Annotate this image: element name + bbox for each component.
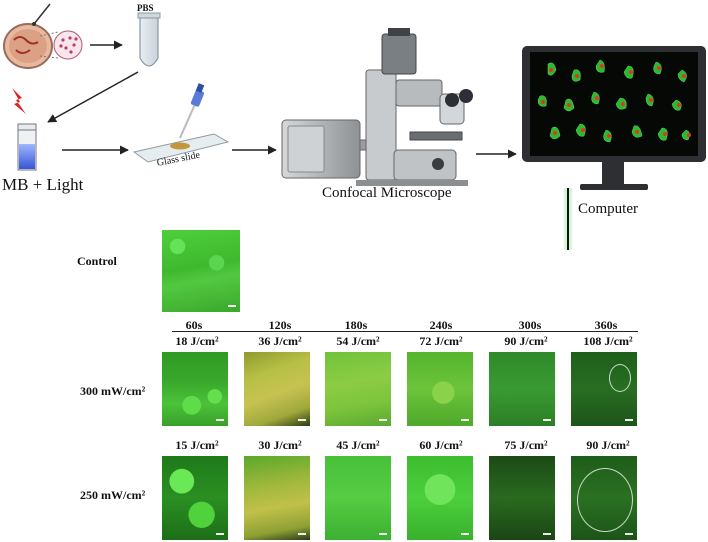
row-power-label: 300 mW/cm² — [80, 384, 146, 398]
control-image — [162, 230, 240, 312]
micrograph-image — [162, 456, 228, 540]
micrograph-image — [325, 352, 391, 426]
time-header-240s: 240s — [429, 318, 453, 332]
time-header-120s: 120s — [268, 318, 292, 332]
micrograph-image — [571, 456, 637, 540]
micrograph-image — [489, 456, 555, 540]
computer-label: Computer — [578, 201, 638, 217]
dose-label: 54 J/cm² — [336, 334, 380, 348]
time-header-360s: 360s — [594, 318, 618, 332]
bacteria-zoom-icon — [39, 30, 83, 60]
dose-label: 90 J/cm² — [586, 438, 630, 452]
dose-label: 45 J/cm² — [336, 438, 380, 452]
micrograph-image — [244, 352, 310, 426]
region-circle — [609, 364, 631, 392]
time-header-180s: 180s — [344, 318, 368, 332]
micrograph-image — [162, 352, 228, 426]
confocal-microscope-icon — [281, 28, 473, 186]
pbs-tube-icon — [137, 12, 161, 67]
control-label: Control — [77, 254, 117, 268]
time-header-300s: 300s — [518, 318, 542, 332]
micrograph-image — [244, 456, 310, 540]
dose-label: 60 J/cm² — [419, 438, 463, 452]
dose-label: 15 J/cm² — [175, 438, 219, 452]
dose-label: 30 J/cm² — [258, 438, 302, 452]
cuvette-icon — [17, 123, 37, 171]
dose-label: 108 J/cm² — [583, 334, 633, 348]
micrograph-image — [407, 456, 473, 540]
monitor-cells-image — [537, 59, 691, 143]
glass-slide-icon — [132, 133, 230, 163]
micrograph-image — [571, 352, 637, 426]
microscope-label: Confocal Microscope — [322, 185, 452, 201]
micrograph-image — [407, 352, 473, 426]
petri-dish-icon — [3, 3, 53, 69]
dose-label: 90 J/cm² — [504, 334, 548, 348]
time-header-60s: 60s — [185, 318, 203, 332]
workflow-illustration — [3, 3, 706, 250]
lightning-icon — [12, 88, 26, 114]
mb-light-label: MB + Light — [2, 175, 84, 194]
micrograph-image — [489, 352, 555, 426]
dose-label: 75 J/cm² — [504, 438, 548, 452]
pbs-label: PBS — [137, 3, 154, 13]
dose-label: 18 J/cm² — [175, 334, 219, 348]
header-rule — [172, 331, 638, 332]
region-circle — [577, 468, 633, 532]
dose-label: 36 J/cm² — [258, 334, 302, 348]
micrograph-image — [325, 456, 391, 540]
dose-label: 72 J/cm² — [419, 334, 463, 348]
row-power-label: 250 mW/cm² — [80, 488, 146, 502]
pipette-icon — [179, 83, 205, 139]
